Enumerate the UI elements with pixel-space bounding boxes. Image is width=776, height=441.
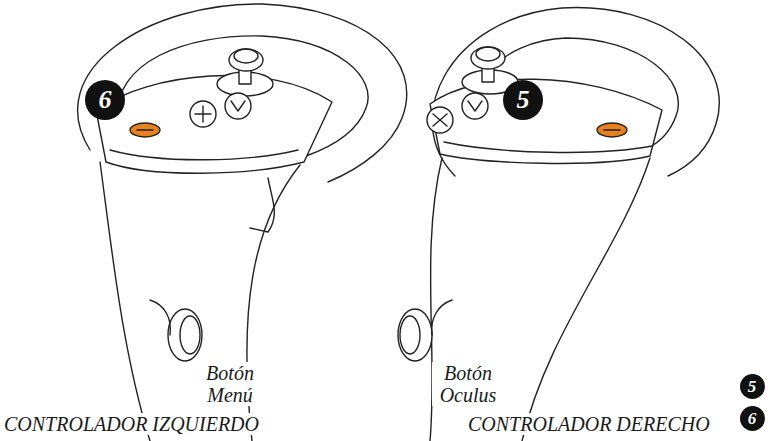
callout-number: 5 <box>517 87 530 113</box>
controller-caption: CONTROLADOR DERECHO <box>468 413 710 435</box>
controller-caption: CONTROLADOR IZQUIERDO <box>4 413 259 435</box>
callout-circle: 6 <box>85 80 125 120</box>
button-label: Botón Menú <box>194 362 266 406</box>
callout-circle: 5 <box>503 80 543 120</box>
callout-number: 5 <box>748 378 757 395</box>
right-controller <box>398 8 719 441</box>
left-controller <box>78 4 407 441</box>
callout-number: 6 <box>99 87 112 113</box>
callout-circle: 5 <box>740 374 765 399</box>
callout-circle: 6 <box>740 406 765 431</box>
callout-number: 6 <box>748 410 757 427</box>
button-label: Botón Oculus <box>432 362 504 406</box>
